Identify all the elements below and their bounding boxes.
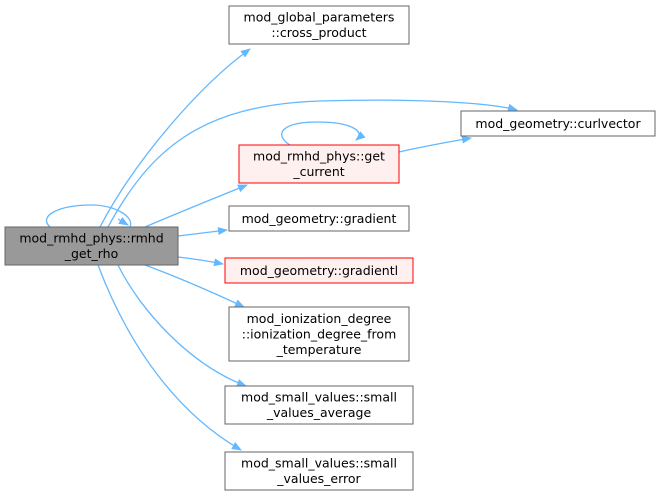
node-label-line: mod_ionization_degree (247, 311, 392, 326)
node-label-line: mod_rmhd_phys::rmhd (19, 231, 163, 246)
node-ionization_degree[interactable]: mod_ionization_degree::ionization_degree… (228, 306, 410, 362)
edge-root-to-cross_product (99, 48, 251, 228)
edge-get_current-to-get_current (281, 121, 366, 146)
node-label-line: _temperature (276, 342, 362, 357)
node-label-line: ::cross_product (271, 25, 366, 40)
node-box (228, 5, 410, 45)
node-box (224, 451, 414, 491)
node-cross_product[interactable]: mod_global_parameters::cross_product (228, 5, 410, 45)
node-small_values_average[interactable]: mod_small_values::small_values_average (224, 385, 414, 425)
node-label-line: mod_small_values::small (241, 456, 397, 471)
edge-root-to-ionization_degree (144, 264, 245, 308)
node-label-line: mod_global_parameters (244, 10, 395, 25)
node-gradientl[interactable]: mod_geometry::gradientl (224, 257, 414, 284)
node-gradient[interactable]: mod_geometry::gradient (228, 205, 410, 232)
node-get_current[interactable]: mod_rmhd_phys::get_current (238, 144, 400, 184)
node-label-line: mod_geometry::gradient (242, 211, 397, 226)
node-label-line: mod_rmhd_phys::get (253, 149, 385, 164)
node-box (228, 205, 410, 232)
node-box (4, 226, 179, 266)
node-label-line: _values_average (266, 405, 372, 420)
node-label-line: mod_small_values::small (241, 390, 397, 405)
node-box (228, 306, 410, 362)
edge-root-to-root (45, 204, 130, 227)
node-box (224, 385, 414, 425)
node-curlvector[interactable]: mod_geometry::curlvector (460, 110, 656, 137)
edge-root-to-curlvector (107, 99, 518, 228)
edge-root-to-small_values_average (117, 264, 247, 387)
node-root[interactable]: mod_rmhd_phys::rmhd_get_rho (4, 226, 179, 266)
node-small_values_error[interactable]: mod_small_values::small_values_error (224, 451, 414, 491)
node-label-line: mod_geometry::gradientl (240, 263, 398, 278)
node-box (238, 144, 400, 184)
edge-root-to-small_values_error (97, 264, 242, 451)
node-box (224, 257, 414, 284)
edge-layer (45, 48, 518, 451)
edge-root-to-get_current (144, 184, 248, 228)
edge-root-to-gradient (177, 227, 228, 237)
node-label-line: ::ionization_degree_from (242, 326, 397, 341)
node-label-line: _values_error (276, 471, 361, 486)
edge-root-to-gradientl (177, 256, 224, 267)
node-label-line: mod_geometry::curlvector (475, 116, 641, 131)
edge-get_current-to-curlvector (398, 135, 472, 153)
node-box (460, 110, 656, 137)
node-label-line: _get_rho (64, 246, 119, 261)
node-label-line: _current (292, 164, 344, 179)
node-layer: mod_rmhd_phys::rmhd_get_rho mod_global_pa… (4, 5, 656, 491)
